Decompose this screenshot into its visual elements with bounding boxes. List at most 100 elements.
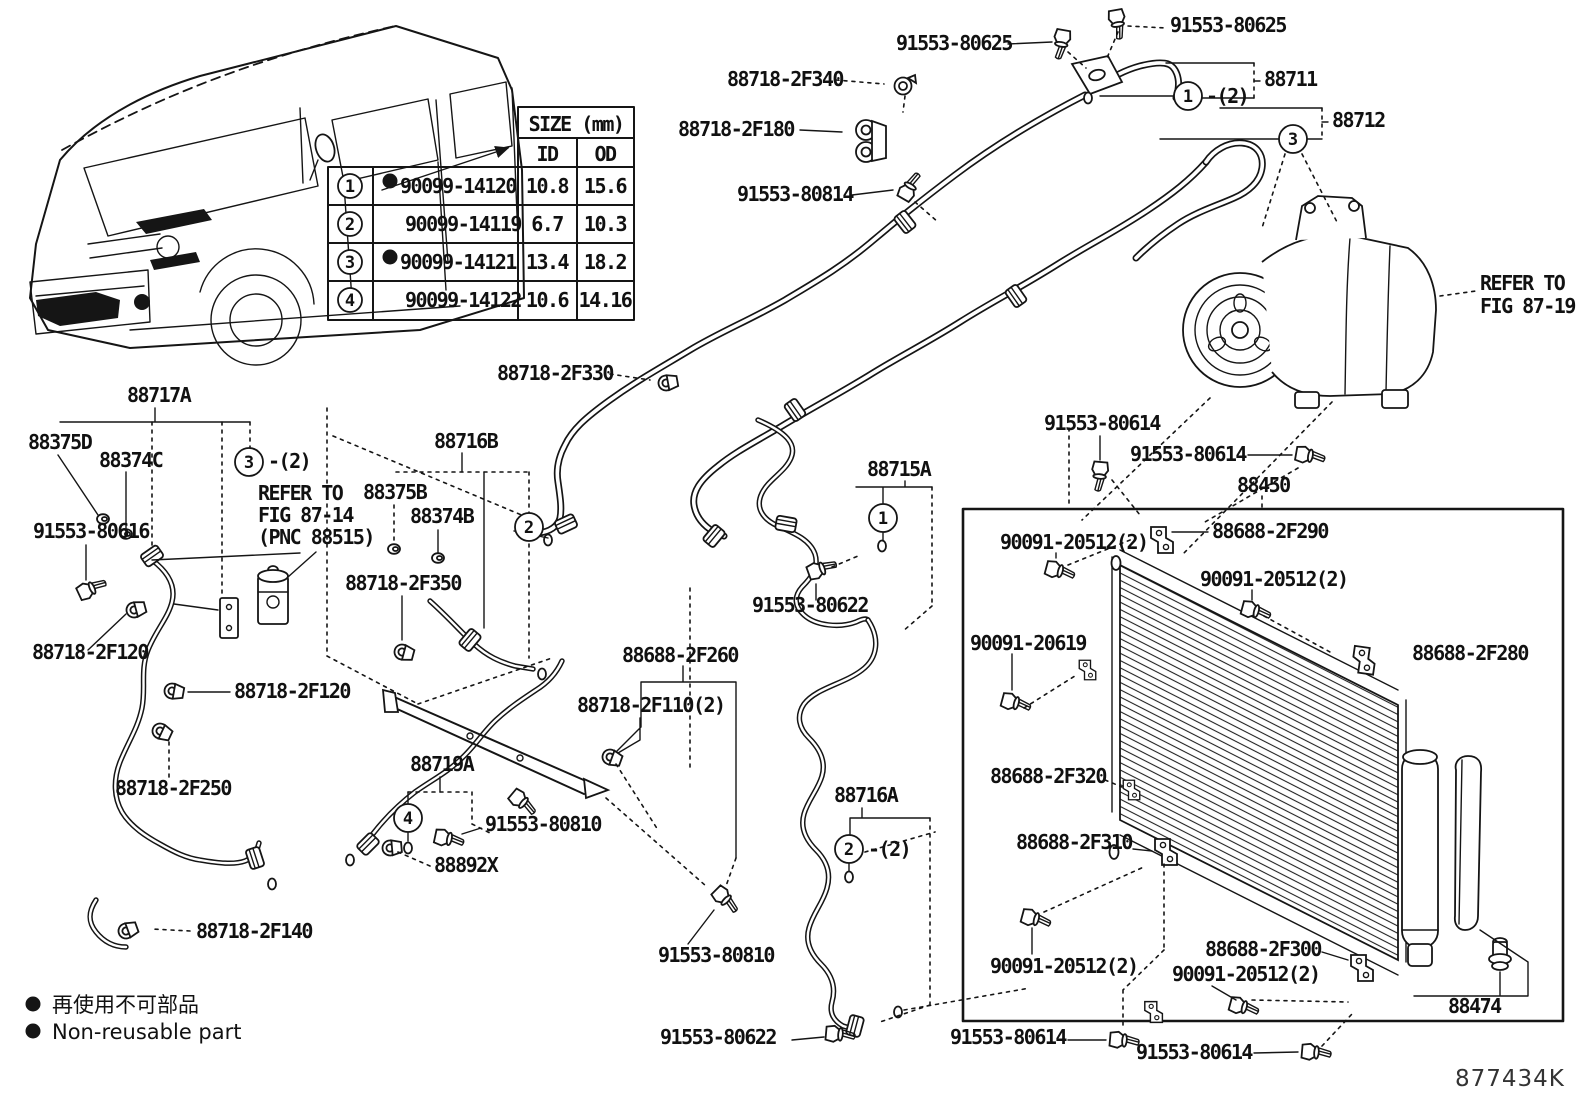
callout-3-number: 3	[1288, 130, 1298, 150]
refer-fig-87-14-line1: REFER TO	[258, 481, 344, 505]
size-table-col-od: OD	[594, 142, 617, 166]
o-ring-icon	[543, 533, 553, 547]
pulley-hole	[1207, 336, 1227, 352]
pipe-88715a	[756, 418, 870, 627]
size-table: SIZE (mm) ID OD 1 90099-14120 10.8 15.6 …	[327, 106, 635, 321]
part-label-88474: 88474	[1448, 994, 1502, 1018]
bracket-2f280-part	[1350, 644, 1378, 676]
bolt-80810-icon	[432, 827, 467, 851]
part-label-88374C: 88374C	[99, 448, 163, 472]
row-part-number: 90099-14120	[400, 174, 516, 198]
van-illustration	[29, 25, 525, 366]
compressor-hub	[1231, 321, 1249, 339]
pipe-end-fitting	[355, 831, 381, 857]
bolt-80625-icon	[1106, 7, 1130, 42]
condenser-assembly	[961, 507, 1565, 1024]
stay-hole	[516, 754, 524, 762]
bracket-2f300-part	[1350, 954, 1374, 982]
o-ring-icon	[267, 877, 277, 891]
clamp-2f340-icon	[893, 74, 917, 96]
van-fender-arch	[199, 248, 315, 305]
bolt-80616-icon	[74, 573, 110, 603]
part-labels: 91553-80625 91553-80625 88718-2F340 8871…	[28, 13, 1577, 1064]
part-label-88375B: 88375B	[363, 480, 428, 504]
receiver-drier	[1401, 751, 1439, 949]
size-table-row: 1 90099-14120 10.8 15.6	[337, 173, 628, 199]
compressor-foot	[1381, 389, 1409, 409]
part-label-88688-2F260: 88688-2F260	[622, 643, 738, 667]
receiver-drier-cap	[1407, 943, 1433, 967]
part-label-88892X: 88892X	[434, 853, 499, 877]
clamp-2f120-icon	[162, 681, 186, 702]
row-od-value: 15.6	[584, 174, 627, 198]
van-detail-line	[299, 107, 304, 184]
row-callout-circle	[337, 249, 363, 275]
compressor-foot	[1294, 391, 1320, 409]
non-reusable-dot	[382, 249, 398, 265]
callout-2-number: 2	[844, 840, 854, 860]
pipe-88712	[691, 160, 1208, 538]
pipe-mount-plate	[219, 597, 239, 639]
o-ring-icon	[537, 667, 547, 681]
legend-english: Non-reusable part	[52, 1020, 241, 1044]
pipe-88717a-stub-outline	[87, 897, 129, 950]
bolt-80614-icon	[1293, 444, 1328, 468]
part-label-88688-2F300: 88688-2F300	[1205, 937, 1321, 961]
pipe-union-coupling	[782, 396, 808, 424]
bolt-20619-icon	[999, 690, 1034, 716]
part-label-91553-80810: 91553-80810	[485, 812, 601, 836]
plate-link-line	[173, 603, 219, 611]
van-front-wheel-hub	[229, 293, 283, 347]
size-table-row: 3 90099-14121 13.4 18.2	[337, 249, 628, 275]
non-reusable-dot	[382, 173, 398, 189]
van-foglamp-shading	[134, 294, 150, 310]
part-label-91553-80814: 91553-80814	[737, 182, 854, 206]
part-label-88718-2F110: 88718-2F110(2)	[577, 693, 725, 717]
row-id-value: 10.6	[526, 288, 569, 312]
condenser-group-box	[961, 507, 1565, 1023]
receiver-drier-top	[1402, 749, 1438, 765]
part-label-88718-2F330: 88718-2F330	[497, 361, 613, 385]
callout-4	[393, 803, 423, 833]
part-label-88688-2F320: 88688-2F320	[990, 764, 1106, 788]
refer-fig-87-14-line3: (PNC 88515)	[258, 525, 374, 549]
part-label-88688-2F290: 88688-2F290	[1212, 519, 1328, 543]
fasteners	[74, 7, 1333, 1063]
part-label-91553-80616: 91553-80616	[33, 519, 149, 543]
bolt-20512-icon	[1043, 558, 1078, 584]
row-id-value: 6.7	[531, 212, 563, 236]
part-label-88716A: 88716A	[834, 783, 899, 807]
van-bumper-grille	[29, 233, 163, 335]
van-emblem	[156, 235, 180, 259]
callout-circles: 1 3 3 2 1 4 2	[234, 81, 1308, 864]
part-label-88718-2F350: 88718-2F350	[345, 571, 461, 595]
size-table-row: 4 90099-14122 10.6 14.16	[337, 287, 633, 313]
row-od-value: 18.2	[584, 250, 627, 274]
condenser-frame-rails	[1111, 549, 1407, 976]
stay-2f260-end	[381, 688, 400, 713]
refer-fig-87-19-line2: FIG 87-19	[1480, 294, 1575, 318]
expansion-valve-icon	[257, 565, 289, 625]
callout-3-number: 3	[244, 453, 254, 473]
row-part-number: 90099-14121	[400, 250, 517, 274]
pipe-88717a	[114, 558, 261, 865]
plate-hole	[225, 624, 233, 632]
callout-1	[868, 503, 898, 533]
callout-2-number: 2	[524, 518, 534, 538]
row-callout-number: 2	[345, 215, 355, 235]
bracket-2f290-part	[1150, 526, 1174, 554]
part-label-88719A: 88719A	[410, 752, 475, 776]
bracket-lower-part	[1144, 1000, 1164, 1024]
bolt-80625-icon	[1049, 27, 1073, 62]
part-label-88718-2F140: 88718-2F140	[196, 919, 312, 943]
bolt-20512-icon	[1019, 906, 1054, 932]
part-label-88718-2F340: 88718-2F340	[727, 67, 843, 91]
compressor-body-seams	[1344, 237, 1391, 395]
dotted-leader-lines	[151, 25, 1477, 1047]
pipe-88712-loop	[1134, 141, 1265, 260]
part-label-91553-80614: 91553-80614	[1044, 411, 1161, 435]
compressor-pulley-face	[1219, 309, 1261, 351]
non-reusable-dot	[25, 1023, 41, 1039]
size-table-header: SIZE (mm)	[529, 112, 624, 136]
part-label-88374B: 88374B	[410, 504, 475, 528]
